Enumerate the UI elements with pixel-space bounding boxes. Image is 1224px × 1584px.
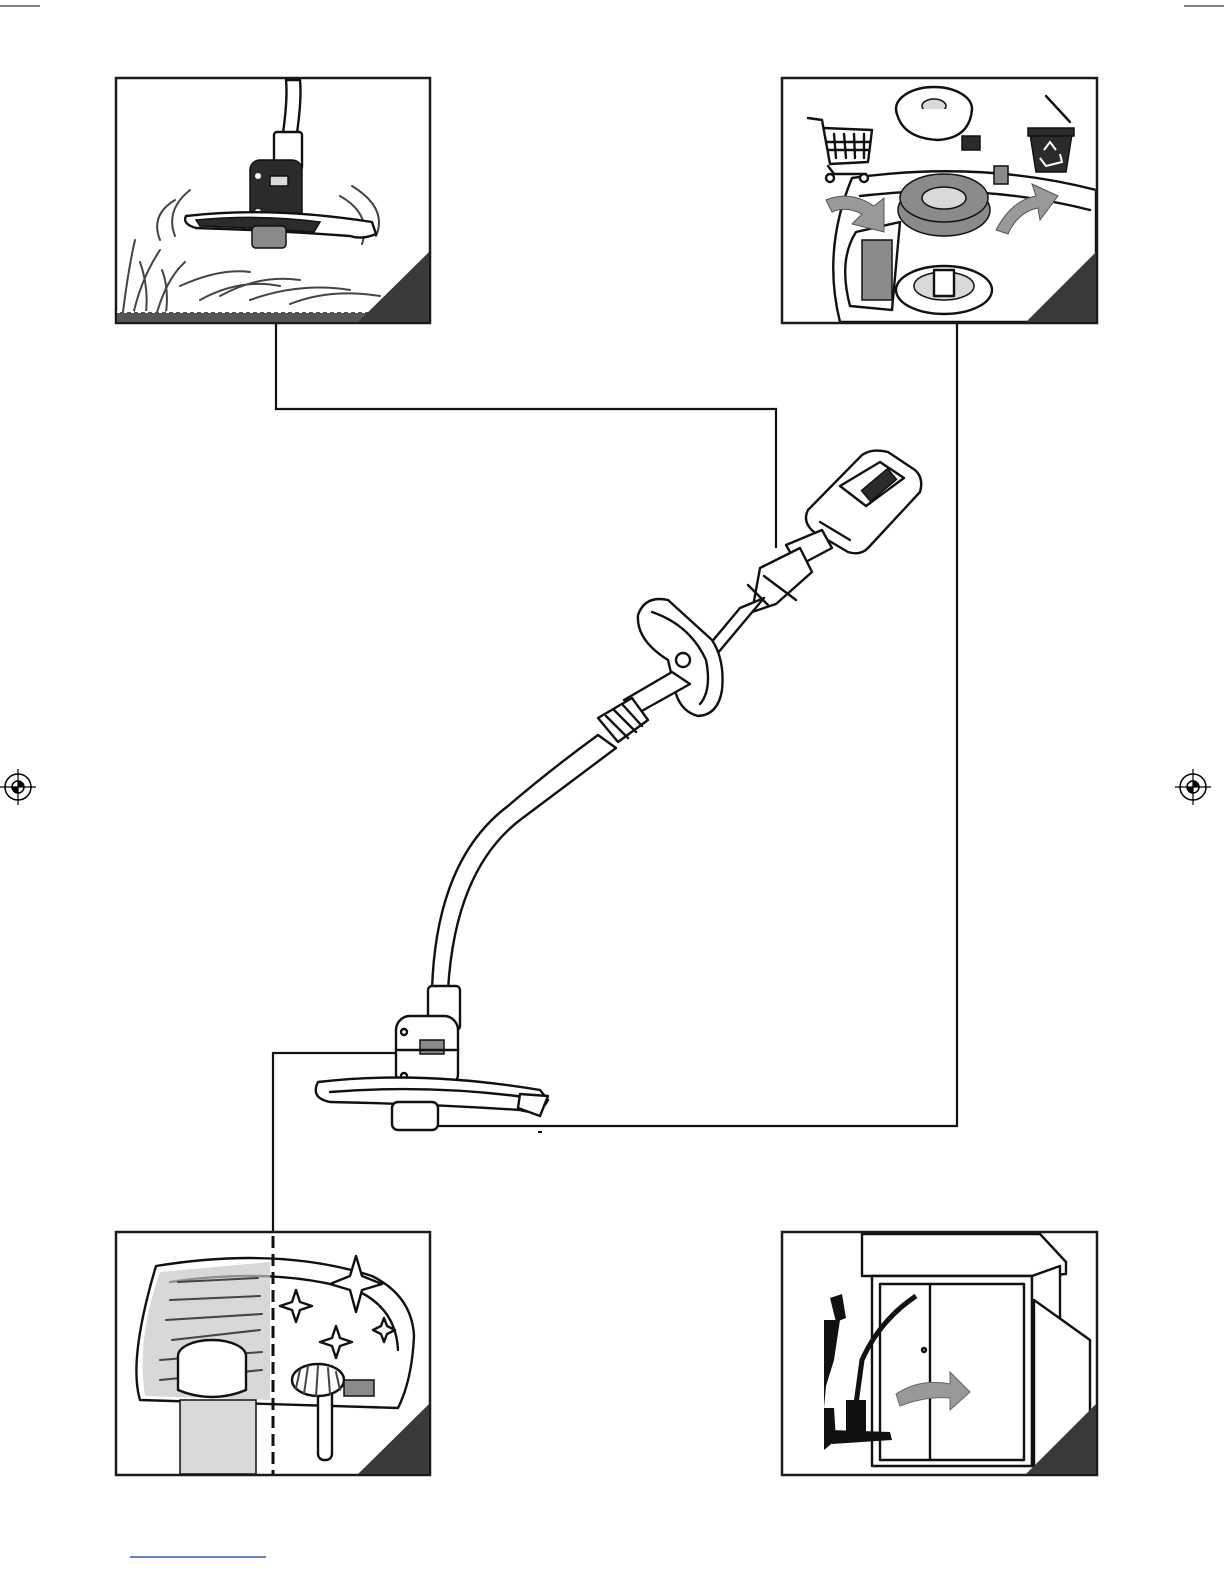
panel-storage <box>782 1232 1097 1475</box>
storage-cabinet <box>862 1234 1090 1474</box>
registration-mark-icon-right <box>1175 769 1211 805</box>
registration-mark-icon-left <box>0 769 36 805</box>
panel-spool-replacement <box>782 78 1097 323</box>
panel-cleaning <box>116 1232 430 1475</box>
panel-cutting <box>116 78 430 323</box>
leader-spool <box>430 323 957 1126</box>
leader-cutting <box>276 323 776 548</box>
string-trimmer-illustration <box>316 451 922 1132</box>
